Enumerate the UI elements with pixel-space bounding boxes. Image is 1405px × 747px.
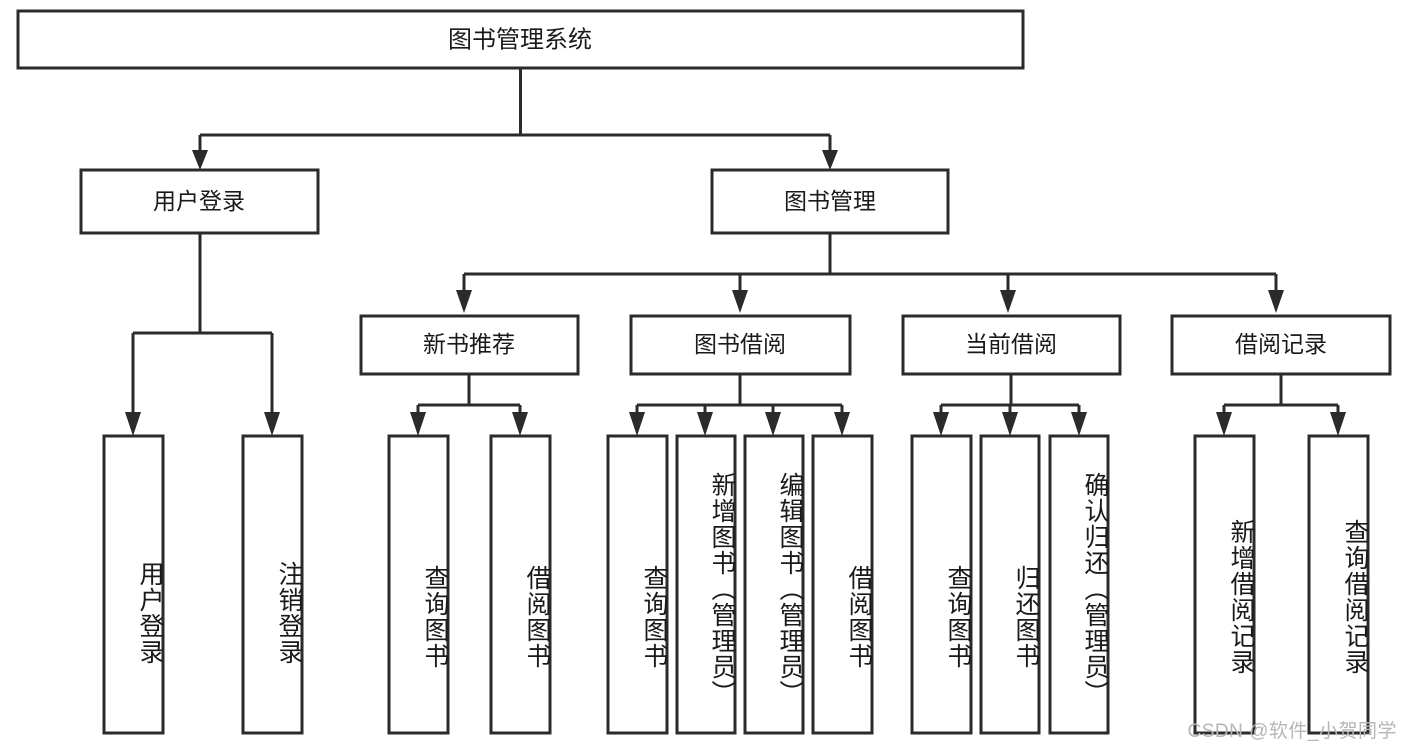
arrowhead-leaf-cur-query-book: [933, 412, 949, 436]
node-leaf-borrow-borrow-book-box[interactable]: [811, 434, 874, 735]
node-leaf-cur-return-book-box[interactable]: [979, 434, 1041, 735]
node-current-borrow-label: 当前借阅: [965, 331, 1057, 357]
node-root-label: 图书管理系统: [448, 26, 592, 53]
arrowhead-leaf-cur-return-book: [1002, 412, 1018, 436]
node-borrow-record-box[interactable]: [1170, 314, 1392, 376]
node-borrow-record[interactable]: 借阅记录: [1170, 314, 1392, 376]
node-book-borrow-label: 图书借阅: [694, 331, 786, 357]
arrowhead-leaf-user-logout: [264, 412, 280, 436]
csdn-watermark: CSDN @软件_小贺同学: [1187, 721, 1397, 742]
arrowhead-leaf-rec-query-book: [410, 412, 426, 436]
node-leaf-borrow-add-book-box[interactable]: [675, 434, 737, 735]
arrowhead-book-borrow: [732, 290, 748, 313]
node-book-manage-label: 图书管理: [784, 188, 876, 214]
node-new-book-rec-box[interactable]: [359, 314, 580, 376]
arrowhead-leaf-borrow-add-book: [697, 412, 713, 436]
node-new-book-rec[interactable]: 新书推荐: [359, 314, 580, 376]
arrowhead-leaf-borrow-edit-book: [765, 412, 781, 436]
connector-group: [125, 68, 1346, 436]
arrowhead-current-borrow: [1000, 290, 1016, 313]
node-root-box[interactable]: [16, 9, 1025, 70]
arrowhead-leaf-rec-query-record: [1330, 412, 1346, 436]
node-leaf-rec-query-book-box[interactable]: [387, 434, 450, 735]
arrowhead-new-book-rec: [456, 290, 472, 313]
node-leaf-user-logout-box[interactable]: [241, 434, 304, 735]
node-leaf-rec-borrow-book-box[interactable]: [489, 434, 552, 735]
arrowhead-leaf-rec-borrow-book: [512, 412, 528, 436]
arrowhead-borrow-record: [1268, 290, 1284, 313]
arrowhead-leaf-borrow-borrow-book: [834, 412, 850, 436]
node-leaf-user-login-box[interactable]: [102, 434, 165, 735]
node-book-manage-box[interactable]: [710, 168, 950, 235]
node-leaf-rec-query-record-box[interactable]: [1307, 434, 1370, 735]
node-user-login[interactable]: 用户登录: [79, 168, 320, 235]
node-book-borrow[interactable]: 图书借阅: [629, 314, 852, 376]
arrowhead-leaf-rec-add-record: [1216, 412, 1232, 436]
arrowhead-user-login: [192, 150, 208, 170]
node-current-borrow-box[interactable]: [901, 314, 1122, 376]
node-book-manage[interactable]: 图书管理: [710, 168, 950, 235]
node-leaf-cur-confirm-return-box[interactable]: [1048, 434, 1110, 735]
node-borrow-record-label: 借阅记录: [1235, 331, 1327, 357]
node-user-login-box[interactable]: [79, 168, 320, 235]
node-user-login-label: 用户登录: [153, 188, 245, 214]
node-leaf-borrow-edit-book-box[interactable]: [743, 434, 805, 735]
arrowhead-book-manage: [822, 150, 838, 170]
arrowhead-leaf-cur-confirm-return: [1071, 412, 1087, 436]
arrowhead-leaf-user-login: [125, 412, 141, 436]
leaf-box-group: [102, 434, 1370, 735]
node-current-borrow[interactable]: 当前借阅: [901, 314, 1122, 376]
node-book-borrow-box[interactable]: [629, 314, 852, 376]
node-root[interactable]: 图书管理系统: [16, 9, 1025, 70]
node-leaf-borrow-query-book-box[interactable]: [606, 434, 669, 735]
node-leaf-cur-query-book-box[interactable]: [910, 434, 973, 735]
arrowhead-leaf-borrow-query-book: [629, 412, 645, 436]
node-leaf-rec-add-record-box[interactable]: [1193, 434, 1256, 735]
node-new-book-rec-label: 新书推荐: [423, 331, 515, 357]
